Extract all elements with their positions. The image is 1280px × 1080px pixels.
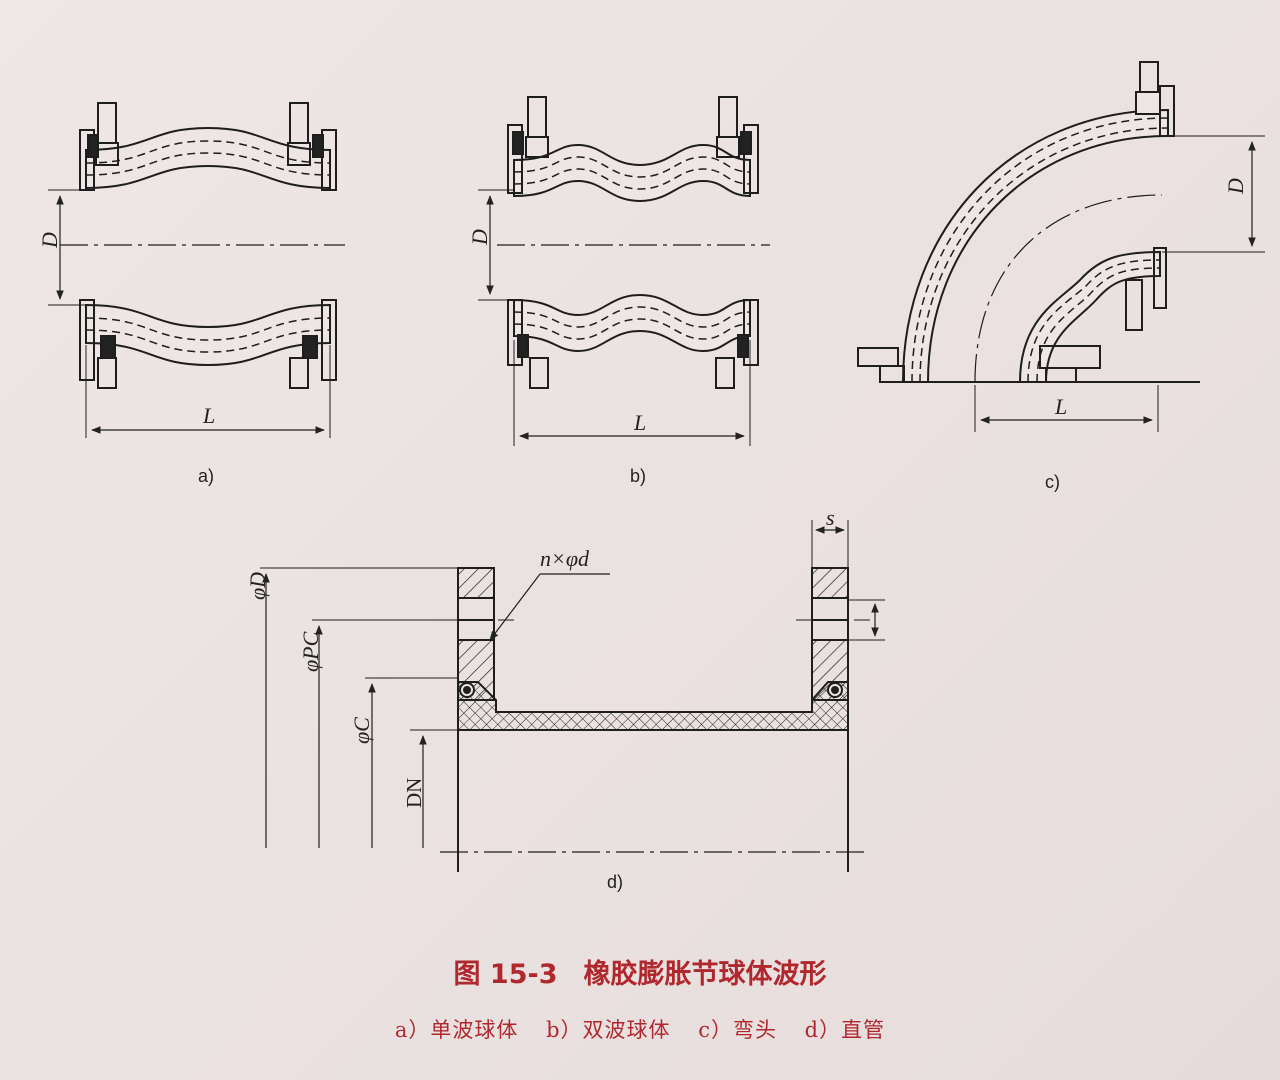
panel-d-dim-dn: DN — [402, 778, 426, 808]
panel-d-dim-outer: φD — [245, 572, 270, 600]
panel-b-dim-d: D — [467, 229, 492, 246]
panel-a-label: a) — [198, 466, 214, 486]
panel-a-dim-l: L — [202, 403, 215, 428]
panel-c-label: c) — [1045, 472, 1060, 492]
figure-title: 橡胶膨胀节球体波形 — [583, 959, 827, 990]
panel-d-dim-pitch: φPC — [298, 631, 323, 672]
panel-b-label: b) — [630, 466, 646, 486]
panel-c-dim-d: D — [1223, 178, 1248, 195]
subcaption-d: d）直管 — [804, 1018, 886, 1042]
figure-number: 图 15-3 — [453, 959, 558, 990]
subcaption-b: b）双波球体 — [546, 1018, 671, 1042]
panel-c-elbow — [857, 61, 1265, 432]
panel-d-dim-c: φC — [349, 717, 374, 744]
panel-d-dim-s: s — [826, 505, 835, 530]
panel-d-straight-pipe — [260, 520, 885, 872]
figure-caption: 图 15-3 橡胶膨胀节球体波形 — [0, 952, 1280, 991]
subcaption-a: a）单波球体 — [394, 1018, 519, 1042]
expansion-joint-drawing: D L a) D L b) — [37, 61, 1265, 892]
panel-c-dim-l: L — [1054, 394, 1067, 419]
panel-a-single-wave — [48, 102, 345, 438]
panel-a-dim-d: D — [37, 232, 62, 249]
panel-d-dim-holes: n×φd — [540, 546, 590, 571]
subcaption-c: c）弯头 — [698, 1018, 777, 1042]
panel-b-dim-l: L — [633, 410, 646, 435]
panel-b-double-wave — [478, 96, 770, 446]
figure-subcaptions: a）单波球体 b）双波球体 c）弯头 d）直管 — [0, 1014, 1280, 1044]
panel-d-label: d) — [607, 872, 623, 892]
